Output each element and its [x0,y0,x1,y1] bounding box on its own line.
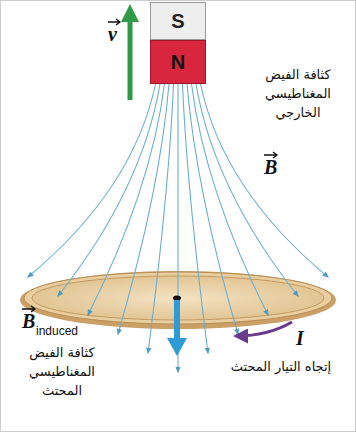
velocity-arrowhead [121,4,139,22]
field-line [187,84,238,334]
magnet-south: S [150,2,206,40]
induced-subscript: induced [36,325,78,337]
pole-letter: N [171,51,185,74]
field-line [148,84,174,353]
induced-field-caption: كثافة الفيض المغناطيسي المحتث [6,344,118,401]
induced-field-symbol: B [22,311,35,331]
induced-field-arrow [174,300,180,340]
external-field-caption: كثافة الفيض المغناطيسي الخارجي [243,66,353,123]
field-line [177,84,178,372]
velocity-symbol: v [108,24,117,44]
field-symbol: B [264,157,277,177]
pole-letter: S [171,10,184,33]
field-lines [28,84,328,372]
center-dot [173,296,181,301]
induced-field-arrowhead [167,338,187,356]
field-line [88,84,165,315]
field-line [118,84,169,334]
current-arrow [236,322,292,336]
current-symbol: I [296,328,304,348]
magnet-north: N [150,40,206,84]
velocity-arrow [128,20,133,100]
field-line [183,84,209,353]
field-line [58,84,160,296]
field-line [28,84,156,277]
induced-current-caption: إتجاه التيار المحتث [209,358,353,377]
